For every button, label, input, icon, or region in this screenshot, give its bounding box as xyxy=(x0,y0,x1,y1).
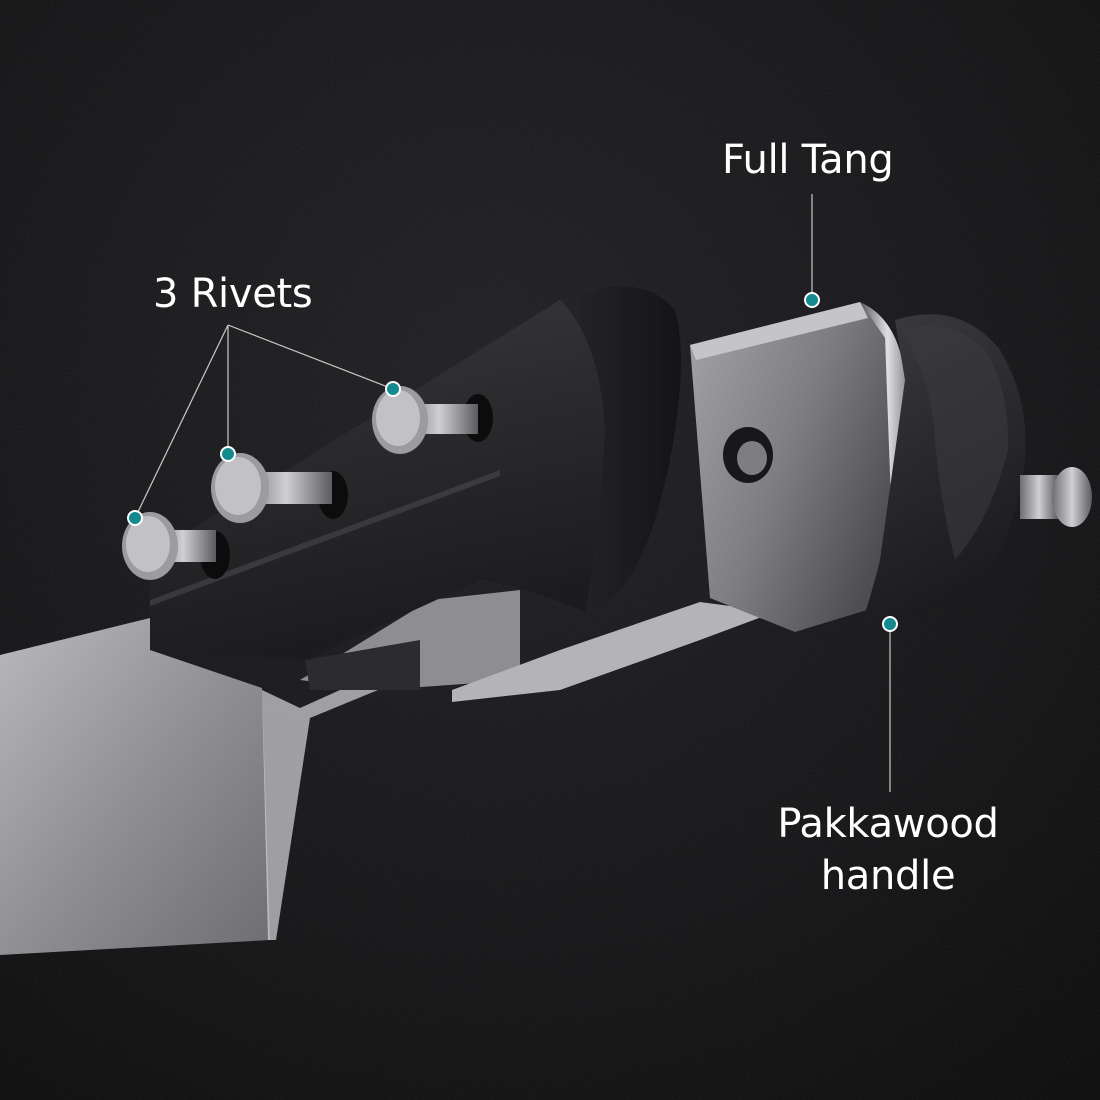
handle-scale xyxy=(150,286,682,660)
tang-shadow xyxy=(305,640,420,690)
rivet-3 xyxy=(372,386,478,454)
rivets-label: 3 Rivets xyxy=(153,271,313,317)
tang-lower-edge xyxy=(452,602,775,702)
leader-line-rivet-3 xyxy=(227,324,394,390)
handle-scale-edge xyxy=(560,286,682,612)
marker-rivet-1 xyxy=(127,510,143,526)
rivet-1-face xyxy=(126,516,170,572)
rivet-1 xyxy=(122,512,216,580)
tang-top-highlight xyxy=(690,302,868,360)
rivet-2-face xyxy=(215,457,261,515)
end-pin-cap xyxy=(1052,467,1092,527)
pakkawood-handle-label: Pakkawood handle xyxy=(738,798,1038,902)
rivet-2 xyxy=(211,453,332,523)
end-pin-shaft xyxy=(1020,475,1058,519)
rivets-callout-lines xyxy=(134,324,394,519)
full-tang-label: Full Tang xyxy=(722,137,894,183)
marker-rivet-3 xyxy=(385,381,401,397)
pommel-highlight xyxy=(900,325,1009,560)
leader-line-rivet-1 xyxy=(134,324,229,519)
marker-tang xyxy=(804,292,820,308)
rivet-3-face xyxy=(376,390,420,446)
full-tang xyxy=(690,302,900,632)
tang-hole-inner xyxy=(737,441,767,475)
callout-markers xyxy=(127,292,898,632)
marker-rivet-2 xyxy=(220,446,236,462)
blade-heel-edge xyxy=(262,672,385,940)
blade xyxy=(0,618,270,955)
marker-handle xyxy=(882,616,898,632)
pakkawood-handle-label-line-2: handle xyxy=(820,853,956,899)
wood-grain-line xyxy=(150,470,500,606)
pakkawood-handle-label-line-1: Pakkawood xyxy=(777,801,999,847)
